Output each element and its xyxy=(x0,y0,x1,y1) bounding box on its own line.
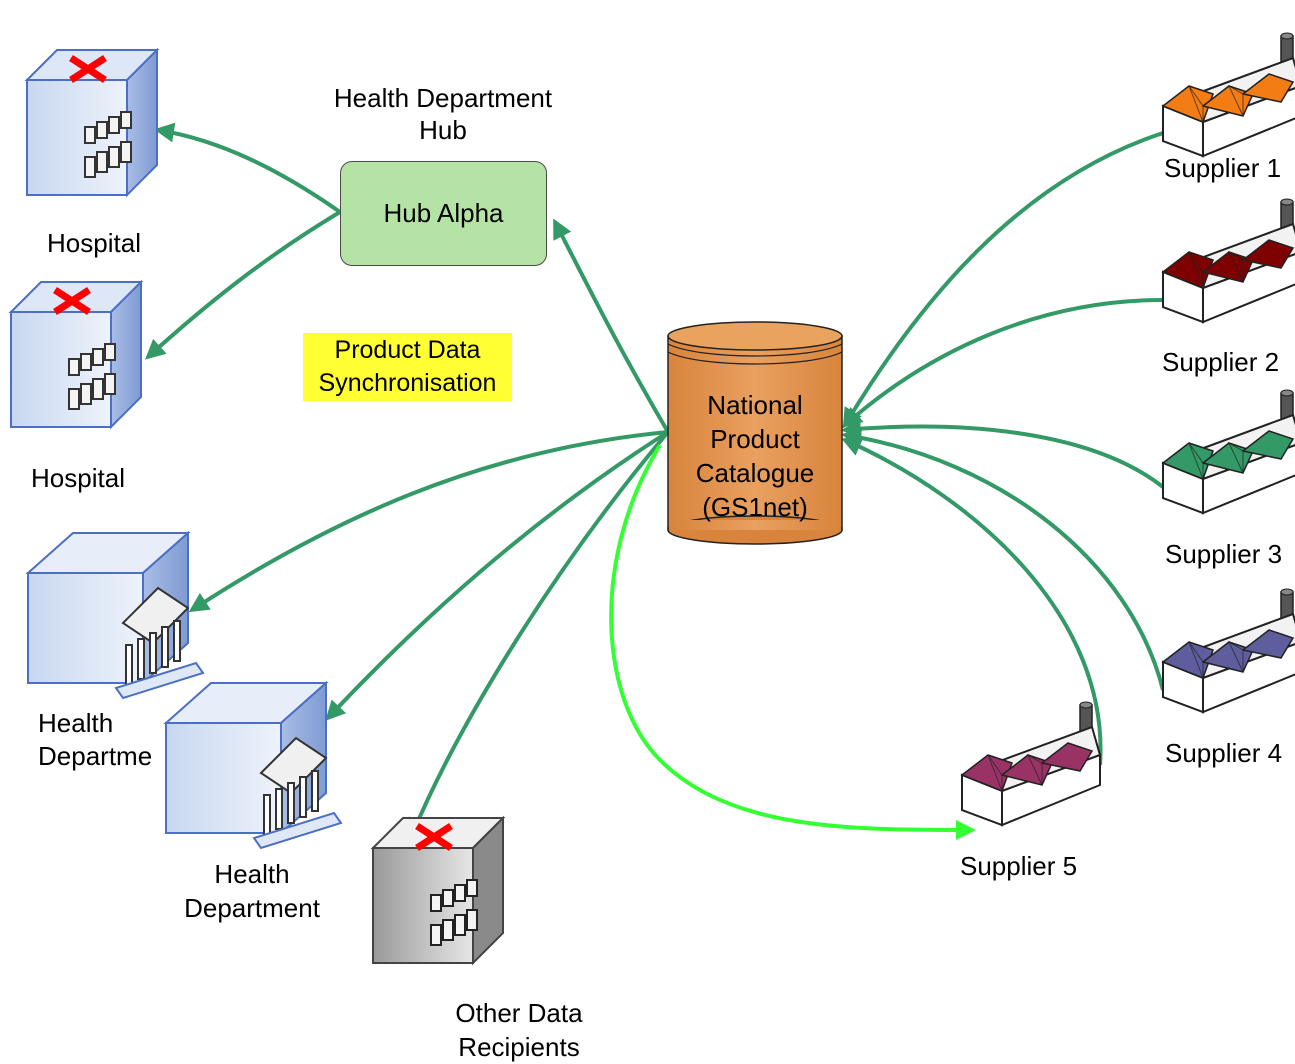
hospital-icon xyxy=(27,50,157,195)
arrow-supplier-1-to-catalogue xyxy=(842,131,1164,429)
arrow-catalogue-to-health-dept-2 xyxy=(325,430,670,721)
arrow-supplier-4-to-catalogue xyxy=(841,427,1165,691)
database-icon xyxy=(667,321,843,545)
factory-icon xyxy=(1162,389,1295,514)
hospital-label-2: Hospital xyxy=(31,463,125,493)
factory-icon xyxy=(961,701,1101,826)
arrow-catalogue-to-other-recipients xyxy=(408,430,670,839)
arrow-supplier-5-to-catalogue xyxy=(841,437,1103,766)
hospital-icon xyxy=(11,282,141,427)
gray-hospital-icon xyxy=(373,818,503,963)
hospital-label-1: Hospital xyxy=(47,228,141,258)
factory-icon xyxy=(1162,198,1295,323)
health-dept-label-1: Health Departme xyxy=(38,708,153,771)
arrow-supplier-3-to-catalogue xyxy=(841,418,1165,489)
factory-icon xyxy=(1162,32,1295,157)
sync-callout: Product Data Synchronisation xyxy=(303,333,512,401)
arrow-catalogue-to-supplier-5 xyxy=(609,443,976,840)
supplier-label-4: Supplier 4 xyxy=(1165,738,1283,768)
supplier-label-2: Supplier 2 xyxy=(1162,347,1280,377)
factory-icon xyxy=(1162,588,1295,713)
arrow-hub-to-hospital-1 xyxy=(154,122,342,214)
other-recipients-label: Other Data Recipients xyxy=(455,998,583,1062)
health-dept-label-2: Health Department xyxy=(184,859,320,923)
arrow-catalogue-to-hub xyxy=(553,218,670,434)
hub-title: Health Department Hub xyxy=(333,83,553,145)
catalogue-label: National Product Catalogue (GS1net) xyxy=(695,390,815,522)
supplier-label-1: Supplier 1 xyxy=(1164,153,1282,183)
arrow-supplier-2-to-catalogue xyxy=(841,298,1164,428)
government-building-icon xyxy=(27,532,204,699)
hub-alpha-box[interactable]: Hub Alpha xyxy=(340,161,547,266)
hub-alpha-label: Hub Alpha xyxy=(383,198,504,228)
arrow-hub-to-hospital-2 xyxy=(145,210,342,360)
supplier-label-5: Supplier 5 xyxy=(960,851,1078,881)
supplier-label-3: Supplier 3 xyxy=(1165,539,1283,569)
arrow-catalogue-to-health-dept-1 xyxy=(188,430,669,613)
